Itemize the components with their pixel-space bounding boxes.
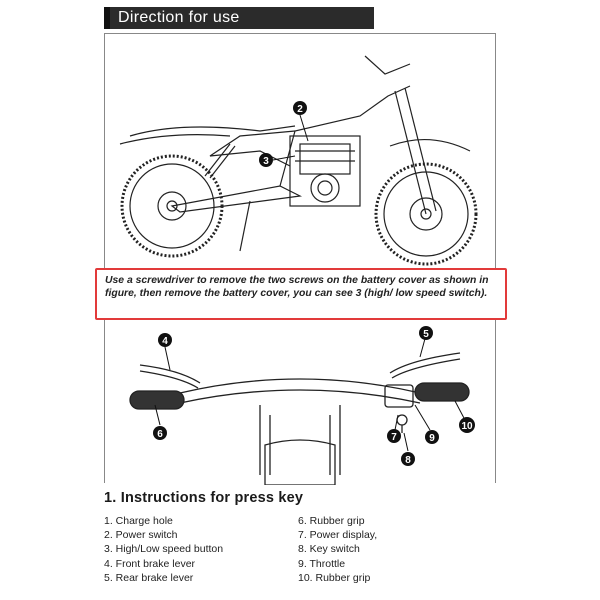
callout-group-top: 2 3 [259,101,307,167]
list-item: 3. High/Low speed button [104,543,224,556]
instruction-note: Use a screwdriver to remove the two scre… [95,268,507,320]
list-item: 6. Rubber grip [298,515,365,527]
list-item: 4. Front brake lever [104,557,196,570]
section-header-title: Direction for use [118,9,240,26]
handlebar-illustration: 4 5 6 7 8 9 10 [129,326,475,485]
callout-4: 4 [162,336,168,347]
list-item: 2. Power switch [104,529,178,542]
list-item: 9. Throttle [298,557,346,570]
bike-illustration: 2 3 [119,55,478,266]
callout-group-bottom: 4 5 6 7 8 9 10 [153,326,475,466]
list-item: 7. Power display, [298,529,378,542]
frame-rule-right [495,33,496,483]
frame-rule-top [104,33,496,34]
list-item: 1. Charge hole [104,515,173,527]
section-header: Direction for use [104,7,374,29]
callout-6: 6 [157,429,163,440]
callout-9: 9 [429,433,435,444]
callout-10: 10 [461,421,473,432]
callout-2: 2 [297,104,303,115]
callout-8: 8 [405,455,411,466]
instructions-heading: 1. Instructions for press key [104,490,304,506]
instruction-note-text: Use a screwdriver to remove the two scre… [105,275,489,299]
parts-list-right: 6. Rubber grip 7. Power display, 8. Key … [298,514,377,585]
frame-rule-left [104,33,105,483]
list-item: 10. Rubber grip [298,571,371,584]
callout-7: 7 [391,432,397,443]
list-item: 8. Key switch [298,543,360,556]
callout-3: 3 [263,156,269,167]
list-item: 5. Rear brake lever [104,571,194,584]
callout-5: 5 [423,329,429,340]
parts-list-left: 1. Charge hole 2. Power switch 3. High/L… [104,514,223,585]
